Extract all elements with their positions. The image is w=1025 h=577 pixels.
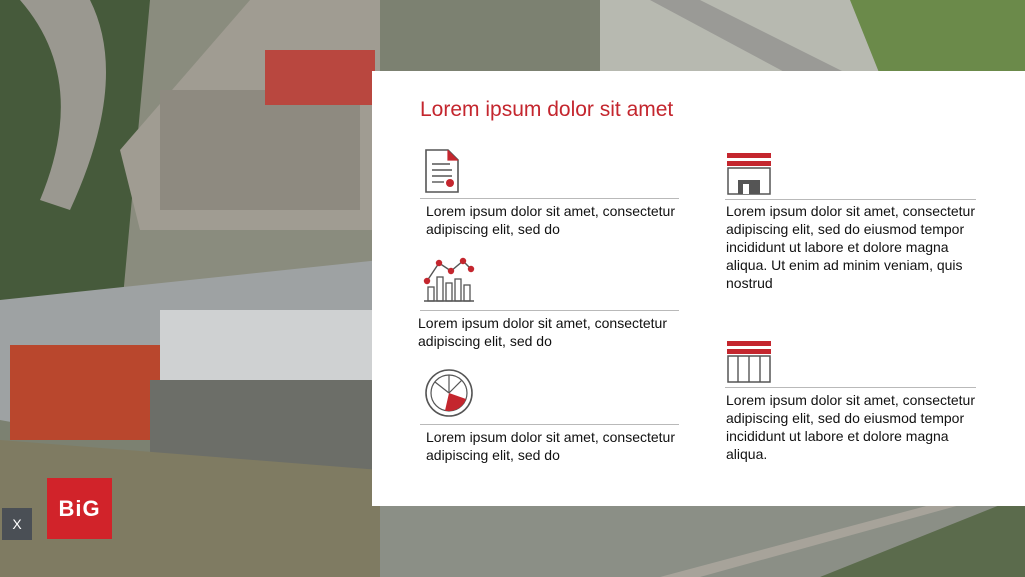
shop-columns-icon <box>726 340 772 389</box>
divider <box>420 310 679 311</box>
divider <box>725 387 976 388</box>
big-logo: BiG <box>47 478 112 539</box>
content-panel <box>372 71 1025 506</box>
feature-text: Lorem ipsum dolor sit amet, consectetur … <box>726 392 975 462</box>
feature-text: Lorem ipsum dolor sit amet, consectetur … <box>426 429 675 463</box>
storefront-icon <box>726 152 772 201</box>
feature-text: Lorem ipsum dolor sit amet, consectetur … <box>426 203 675 237</box>
document-icon <box>424 148 460 199</box>
divider <box>420 198 679 199</box>
bar-line-chart-icon <box>423 255 475 308</box>
divider <box>725 199 976 200</box>
slide-title: Lorem ipsum dolor sit amet <box>420 98 674 121</box>
pie-chart-icon <box>424 368 474 423</box>
feature-text: Lorem ipsum dolor sit amet, consectetur … <box>726 203 975 291</box>
divider <box>420 424 679 425</box>
feature-text: Lorem ipsum dolor sit amet, consectetur … <box>418 315 667 349</box>
close-button[interactable]: X <box>2 508 32 540</box>
